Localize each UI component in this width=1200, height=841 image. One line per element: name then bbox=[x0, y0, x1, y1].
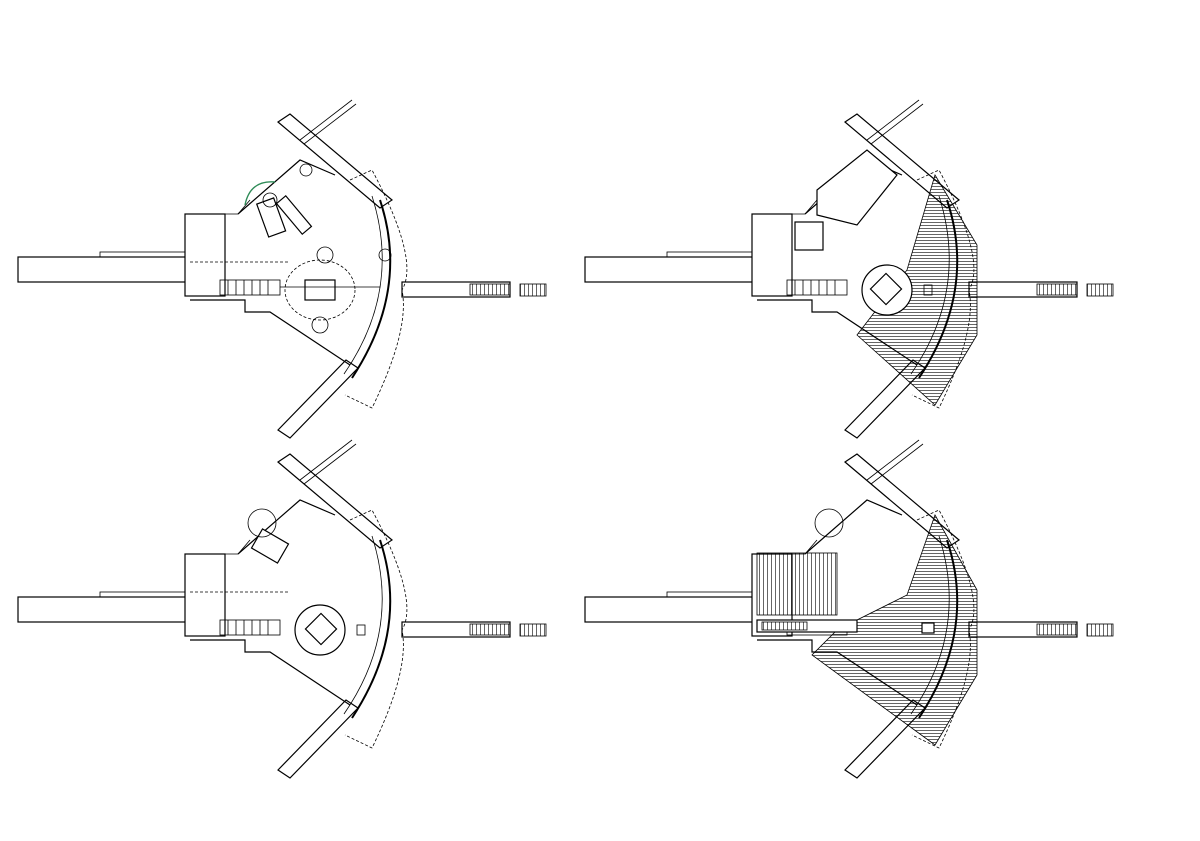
plan-bottom-left bbox=[17, 439, 547, 779]
plan-top-left bbox=[17, 99, 547, 439]
dining-table bbox=[304, 279, 336, 301]
plan-bottom-right bbox=[584, 439, 1114, 779]
planter-green bbox=[244, 181, 276, 206]
bed bbox=[250, 528, 290, 564]
plan-top-right bbox=[584, 99, 1114, 439]
